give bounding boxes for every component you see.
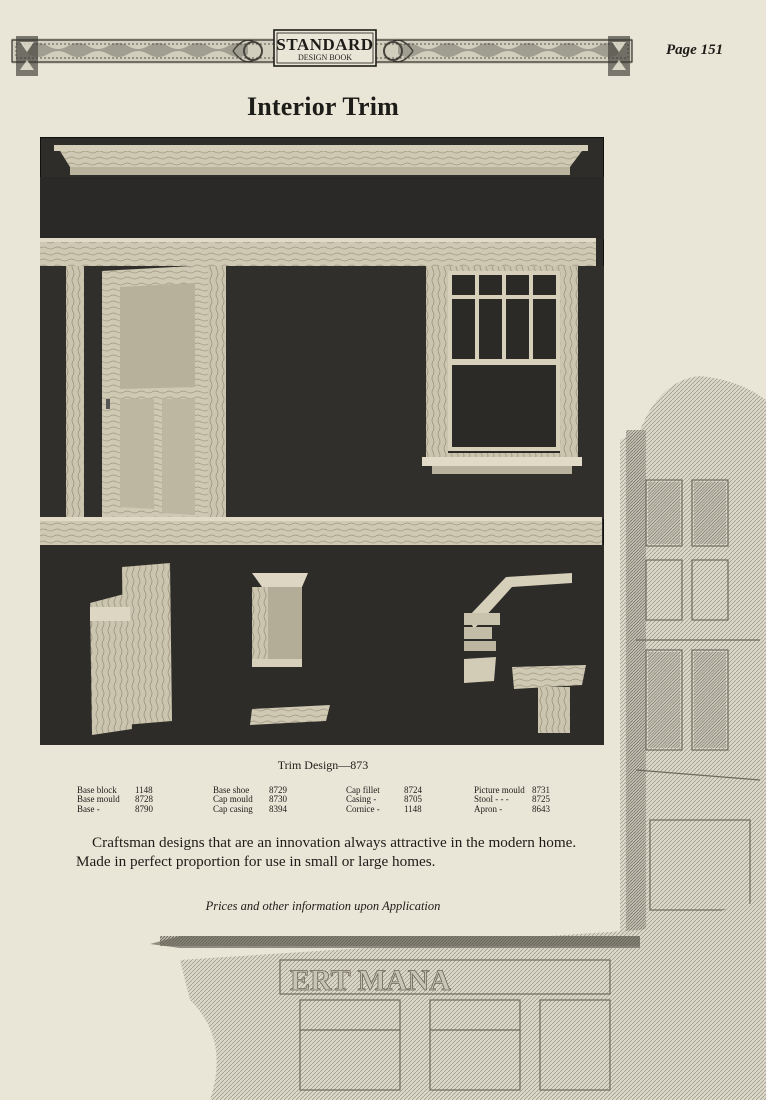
page-number: Page 151 — [666, 42, 724, 58]
part-row: Stool - - - 8725 — [474, 794, 550, 805]
parts-column-4: Picture mould 8731 Stool - - - 8725 Apron … — [474, 785, 550, 814]
part-name: Cap fillet — [346, 785, 380, 795]
base-block-detail — [90, 563, 172, 735]
stool-apron-detail — [464, 573, 586, 733]
window — [422, 266, 582, 474]
logo-standard: STANDARD — [276, 35, 373, 54]
engraving-lettering: ERT MANA — [290, 964, 451, 997]
part-row: Cornice - 1148 — [346, 803, 422, 814]
part-number: 8724 — [404, 785, 422, 795]
part-number: 8643 — [532, 803, 550, 814]
header-ornament-band: STANDARD DESIGN BOOK — [11, 29, 633, 76]
part-row: Casing - 8705 — [346, 794, 422, 805]
part-name: Apron - — [474, 803, 503, 814]
part-number: 8728 — [135, 794, 153, 805]
parts-column-2: Base shoe 8729 Cap mould 8730 Cap casing 83… — [213, 785, 287, 814]
trim-illustration — [40, 137, 604, 745]
part-row: Base block 1148 — [77, 785, 153, 795]
part-number: 8394 — [269, 803, 287, 814]
part-row: Base - 8790 — [77, 803, 153, 814]
page-title: Interior Trim — [246, 92, 400, 121]
part-row: Apron - 8643 — [474, 803, 550, 814]
head-casing — [40, 240, 596, 266]
part-row: Cap casing 8394 — [213, 803, 287, 814]
logo-design-book: DESIGN BOOK — [298, 53, 352, 62]
part-number: 8729 — [269, 785, 287, 795]
part-row: Base shoe 8729 — [213, 785, 287, 795]
part-name: Cap mould — [213, 794, 253, 805]
part-number: 8730 — [269, 794, 287, 805]
door — [102, 265, 226, 544]
cornice-moulding — [54, 145, 588, 151]
cap-fillet-detail — [250, 705, 330, 725]
part-row: Picture mould 8731 — [474, 785, 550, 795]
pricing-note: Prices and other information upon Applic… — [205, 899, 441, 913]
part-name: Base shoe — [213, 785, 250, 795]
part-name: Base mould — [77, 794, 120, 805]
part-number: 1148 — [404, 803, 422, 814]
part-row: Base mould 8728 — [77, 794, 153, 805]
part-name: Casing - — [346, 794, 377, 805]
part-number: 8705 — [404, 794, 422, 805]
description-text: Craftsman designs that are an innovation… — [76, 834, 577, 870]
part-name: Stool - - - — [474, 794, 509, 805]
parts-column-3: Cap fillet 8724 Casing - 8705 Cornice - 114… — [346, 785, 422, 814]
part-number: 8731 — [532, 785, 550, 795]
parts-column-1: Base block 1148 Base mould 8728 Base - 8790 — [77, 785, 153, 814]
baseboard — [40, 519, 602, 545]
part-name: Picture mould — [474, 785, 525, 795]
part-name: Cornice - — [346, 803, 380, 814]
part-name: Base - — [77, 803, 100, 814]
part-row: Cap mould 8730 — [213, 794, 287, 805]
part-name: Base block — [77, 785, 117, 795]
part-number: 1148 — [135, 785, 153, 795]
plate-caption: Trim Design—873 — [277, 758, 369, 772]
part-number: 8790 — [135, 803, 153, 814]
part-name: Cap casing — [213, 803, 253, 814]
part-number: 8725 — [532, 794, 550, 805]
casing-section-detail — [252, 573, 308, 667]
part-row: Cap fillet 8724 — [346, 785, 422, 795]
